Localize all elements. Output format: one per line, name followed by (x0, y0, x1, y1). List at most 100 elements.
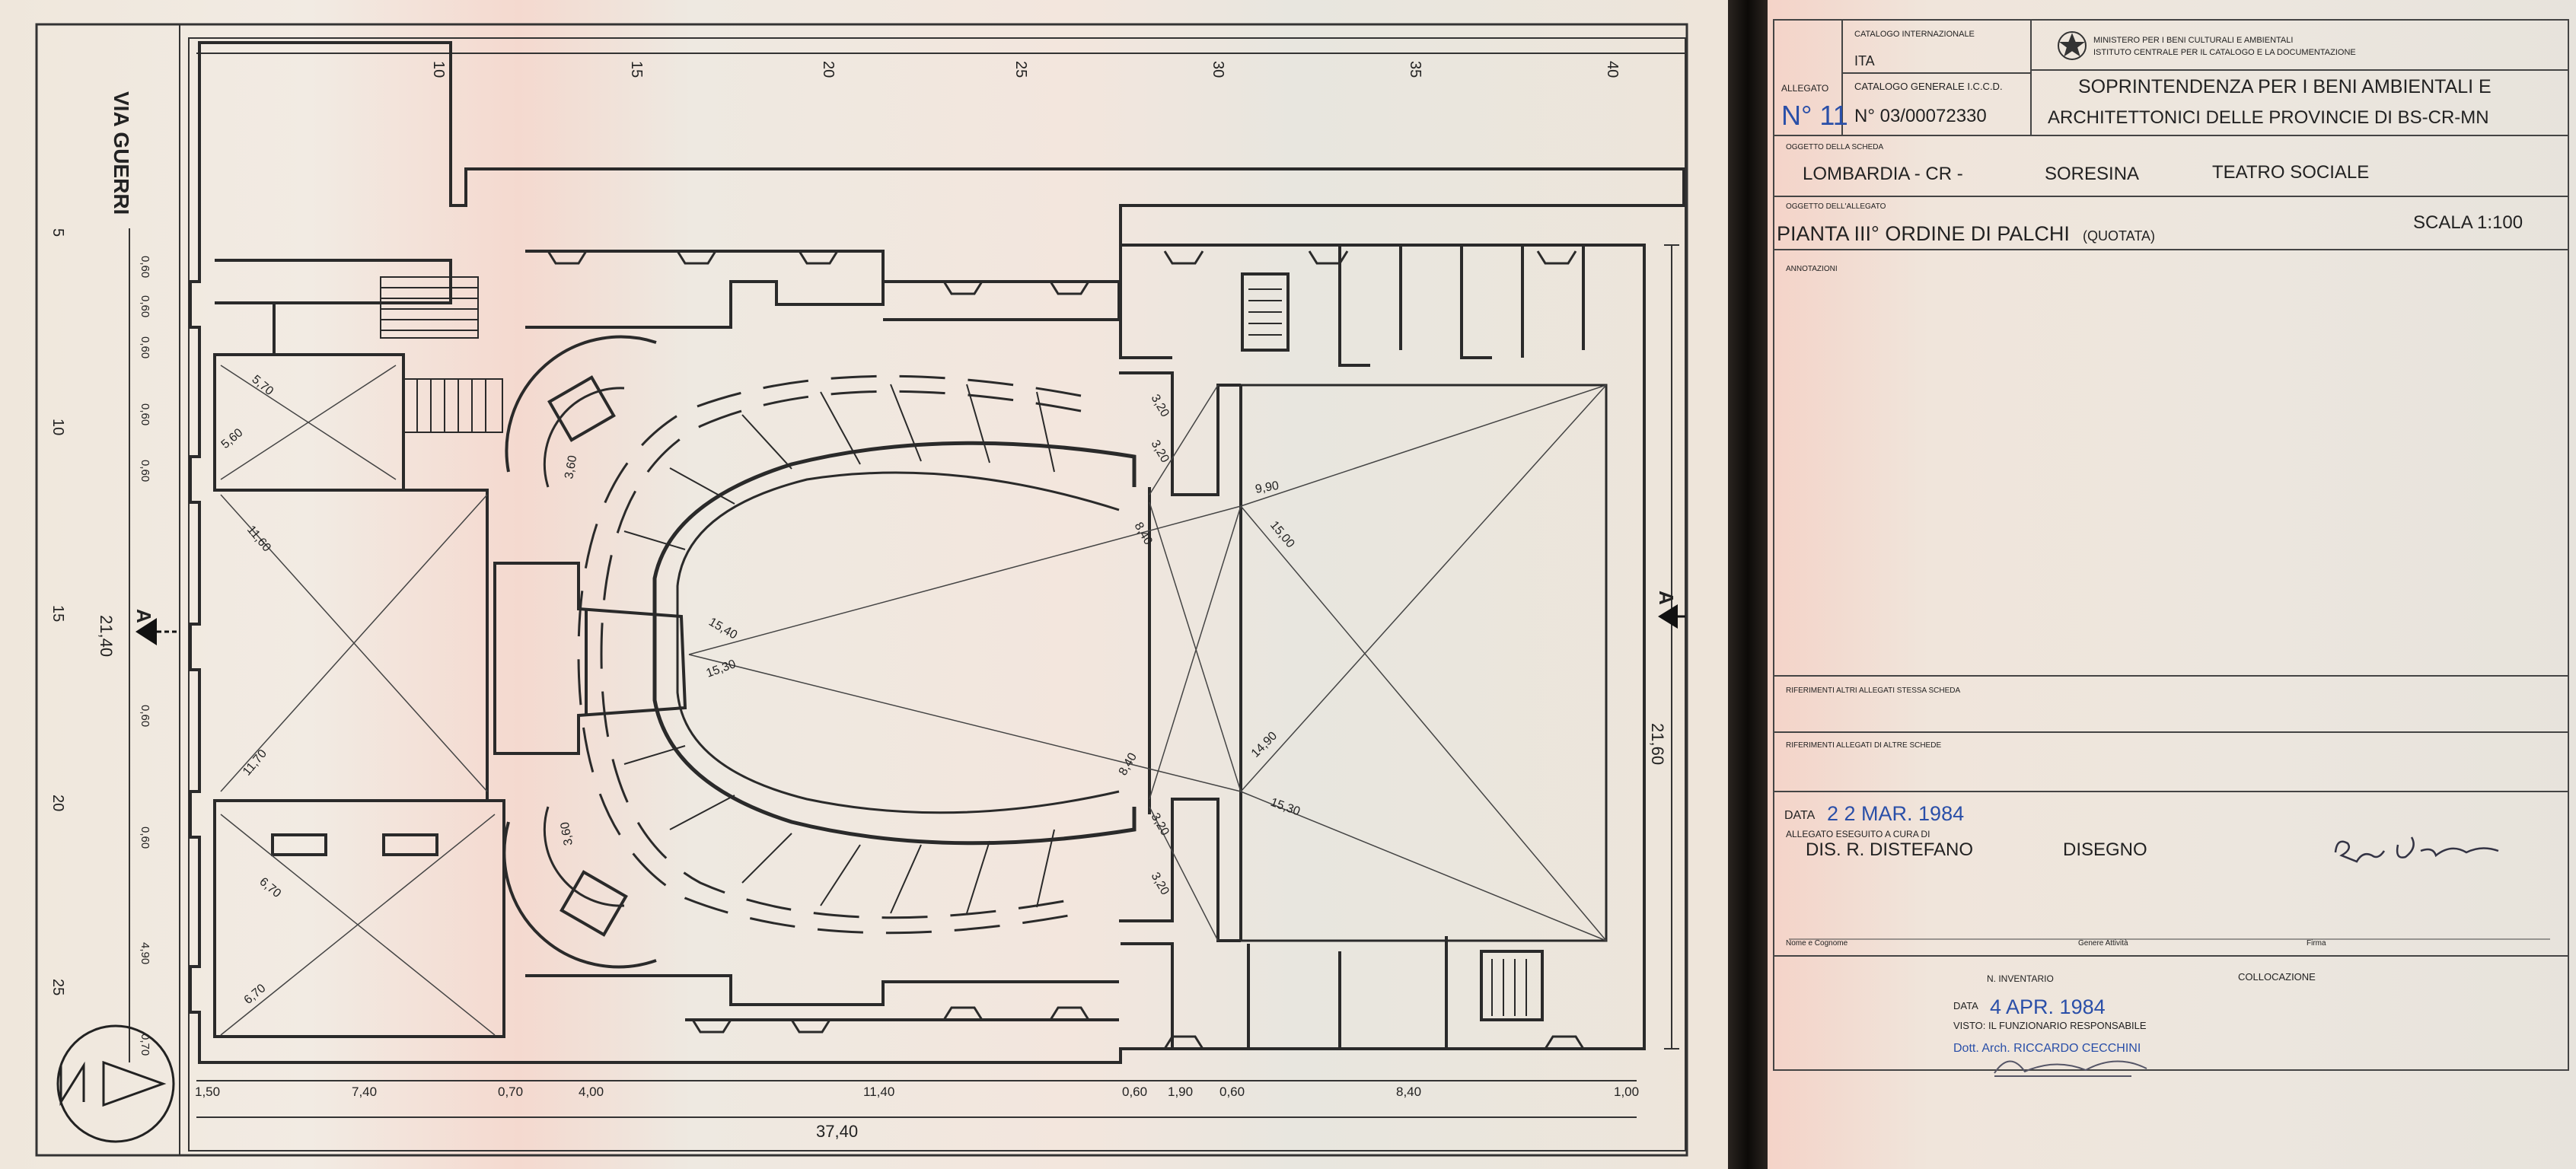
left-dim-6: 0,60 (139, 705, 151, 727)
section-marker-right (1658, 604, 1685, 629)
plan-frame-outer (35, 23, 1688, 1157)
bottom-dim-4: 4,00 (579, 1085, 604, 1099)
collocazione-label: COLLOCAZIONE (2238, 971, 2316, 983)
left-scale-10: 10 (49, 419, 66, 435)
exec-kind: DISEGNO (2063, 839, 2147, 860)
allegato-scale: SCALA 1:100 (2413, 212, 2523, 233)
dim-int-2: 5,60 (219, 426, 246, 451)
dim-int-4: 11,70 (241, 747, 269, 779)
dim-int-1: 5,70 (249, 373, 276, 398)
cat-gen-value: N° 03/00072330 (1854, 106, 1987, 126)
street-name: VIA GUERRI (110, 91, 133, 215)
bottom-dim-1: 1,50 (195, 1085, 220, 1099)
catalog-sheet (1768, 0, 2576, 1169)
allegato-title: PIANTA III° ORDINE DI PALCHI (1777, 222, 2070, 245)
cat-int-value: ITA (1854, 53, 1875, 68)
section-letter-left: A (132, 609, 155, 623)
exec-col-genre: Genere Attività (2078, 939, 2128, 948)
left-scale-25: 25 (49, 979, 66, 995)
inv-official: Dott. Arch. RICCARDO CECCHINI (1953, 1042, 2141, 1055)
left-dim-1: 0,60 (139, 256, 151, 278)
dim-int-19: 15,40 (706, 616, 739, 642)
dim-total-width: 37,40 (816, 1122, 858, 1141)
bottom-dim-10: 1,00 (1614, 1085, 1639, 1099)
rif-same-label: RIFERIMENTI ALTRI ALLEGATI STESSA SCHEDA (1786, 686, 1960, 695)
top-scale-40: 40 (1604, 61, 1621, 78)
left-dim-5: 0,60 (139, 460, 151, 482)
bottom-dim-3: 0,70 (498, 1085, 523, 1099)
signature-distefano (2334, 836, 2499, 863)
north-arrow-icon (56, 1024, 175, 1143)
dim-int-16: 15,30 (1269, 796, 1302, 819)
inv-visto: VISTO: IL FUNZIONARIO RESPONSABILE (1953, 1020, 2147, 1031)
left-scale-5: 5 (49, 228, 66, 237)
soprint-line-2: ARCHITETTONICI DELLE PROVINCIE DI BS-CR-… (2048, 107, 2489, 128)
oggetto-region: LOMBARDIA - CR - (1803, 164, 1963, 184)
top-scale-25: 25 (1012, 61, 1029, 78)
dim-height-left: 21,40 (97, 615, 116, 657)
inv-date-label: DATA (1953, 1000, 1978, 1011)
dim-int-8: 3,60 (559, 821, 575, 847)
dim-int-9: 3,20 (1149, 393, 1172, 420)
cat-int-label: CATALOGO INTERNAZIONALE (1854, 30, 1975, 39)
allegato-object-label: OGGETTO DELL'ALLEGATO (1786, 202, 1886, 211)
dim-int-18: 8,40 (1117, 750, 1140, 778)
dim-int-17: 8,40 (1132, 521, 1155, 548)
signature-cecchini (1994, 1060, 2147, 1077)
dim-int-10: 3,20 (1149, 438, 1172, 466)
dim-int-7: 3,60 (563, 454, 579, 480)
exec-by-label: ALLEGATO ESEGUITO A CURA DI (1786, 829, 1930, 839)
left-dim-7: 0,60 (139, 827, 151, 849)
inv-date: 4 APR. 1984 (1990, 995, 2106, 1018)
left-dim-4: 0,60 (139, 403, 151, 425)
dim-int-12: 3,20 (1149, 871, 1172, 898)
bottom-dim-6: 0,60 (1122, 1085, 1147, 1099)
left-dim-3: 0,60 (139, 336, 151, 358)
exec-date-label: DATA (1784, 809, 1816, 822)
top-scale-20: 20 (820, 61, 837, 78)
dim-int-5: 6,70 (257, 875, 283, 900)
dim-int-6: 6,70 (242, 982, 269, 1007)
dim-int-14: 15,00 (1267, 519, 1297, 551)
exec-author: DIS. R. DISTEFANO (1806, 839, 1973, 860)
building-plan (189, 41, 1685, 1064)
bottom-dim-7: 1,90 (1168, 1085, 1193, 1099)
left-dim-9: 4,90 (139, 942, 151, 964)
top-scale-15: 15 (628, 61, 645, 78)
binding-gutter (1728, 0, 1768, 1169)
allegato-label: ALLEGATO (1781, 83, 1828, 94)
inventory-label: N. INVENTARIO (1987, 973, 2054, 984)
rif-other-label: RIFERIMENTI ALLEGATI DI ALTRE SCHEDE (1786, 741, 1941, 750)
auditorium (220, 365, 1607, 1036)
oggetto-town: SORESINA (2045, 164, 2139, 184)
exec-col-name: Nome e Cognome (1786, 939, 1848, 948)
ministry-line-1: MINISTERO PER I BENI CULTURALI E AMBIENT… (2093, 36, 2293, 45)
dim-int-13: 9,90 (1255, 479, 1280, 496)
allegato-number: N° 11 (1781, 100, 1848, 131)
annotations-label: ANNOTAZIONI (1786, 265, 1838, 273)
dim-int-20: 15,30 (705, 658, 738, 680)
top-scale-35: 35 (1407, 61, 1423, 78)
top-scale-10: 10 (430, 61, 447, 78)
dim-int-11: 3,20 (1149, 811, 1172, 839)
cat-gen-label: CATALOGO GENERALE I.C.C.D. (1854, 81, 2003, 92)
exec-col-sign: Firma (2307, 939, 2326, 948)
left-scale-20: 20 (49, 795, 66, 811)
bottom-dim-5: 11,40 (863, 1085, 894, 1099)
soprint-line-1: SOPRINTENDENZA PER I BENI AMBIENTALI E (2078, 76, 2492, 97)
top-scale-30: 30 (1210, 61, 1226, 78)
left-dim-2: 0,60 (139, 295, 151, 317)
left-scale-15: 15 (49, 605, 66, 622)
bottom-dim-9: 8,40 (1396, 1085, 1421, 1099)
dim-int-15: 14,90 (1249, 729, 1280, 760)
plan-frame-inner (188, 37, 1686, 1151)
allegato-title-note: (QUOTATA) (2083, 228, 2155, 244)
section-letter-right: A (1655, 591, 1678, 605)
dim-height-right: 21,60 (1648, 723, 1667, 765)
plan-sheet (0, 0, 1728, 1169)
bottom-dim-8: 0,60 (1219, 1085, 1245, 1099)
oggetto-name: TEATRO SOCIALE (2212, 162, 2369, 183)
dim-int-3: 11,60 (244, 524, 273, 555)
bottom-dim-2: 7,40 (352, 1085, 377, 1099)
